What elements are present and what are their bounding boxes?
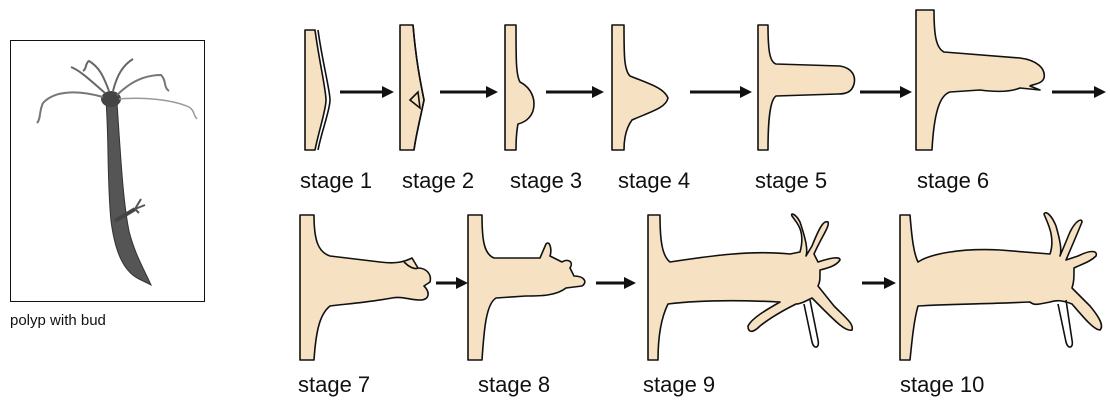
- stage-7-label: stage 7: [298, 372, 370, 398]
- stage-6-drawing: [916, 10, 1044, 150]
- stage-5-drawing: [758, 25, 854, 150]
- stage-3-label: stage 3: [510, 168, 582, 194]
- stage-4-drawing: [612, 25, 668, 150]
- stage-8-label: stage 8: [478, 372, 550, 398]
- stage-10-drawing: [900, 213, 1102, 360]
- stage-1-drawing: [305, 30, 330, 150]
- stage-5-label: stage 5: [755, 168, 827, 194]
- stage-7-drawing: [300, 215, 430, 360]
- stage-1-label: stage 1: [300, 168, 372, 194]
- stage-2-drawing: [400, 25, 424, 150]
- stage-8-drawing: [468, 215, 585, 360]
- stage-10-label: stage 10: [900, 372, 984, 398]
- stage-2-label: stage 2: [402, 168, 474, 194]
- stage-9-drawing: [648, 214, 852, 360]
- stage-4-label: stage 4: [618, 168, 690, 194]
- stage-3-drawing: [505, 25, 534, 150]
- stage-9-label: stage 9: [643, 372, 715, 398]
- stage-6-label: stage 6: [917, 168, 989, 194]
